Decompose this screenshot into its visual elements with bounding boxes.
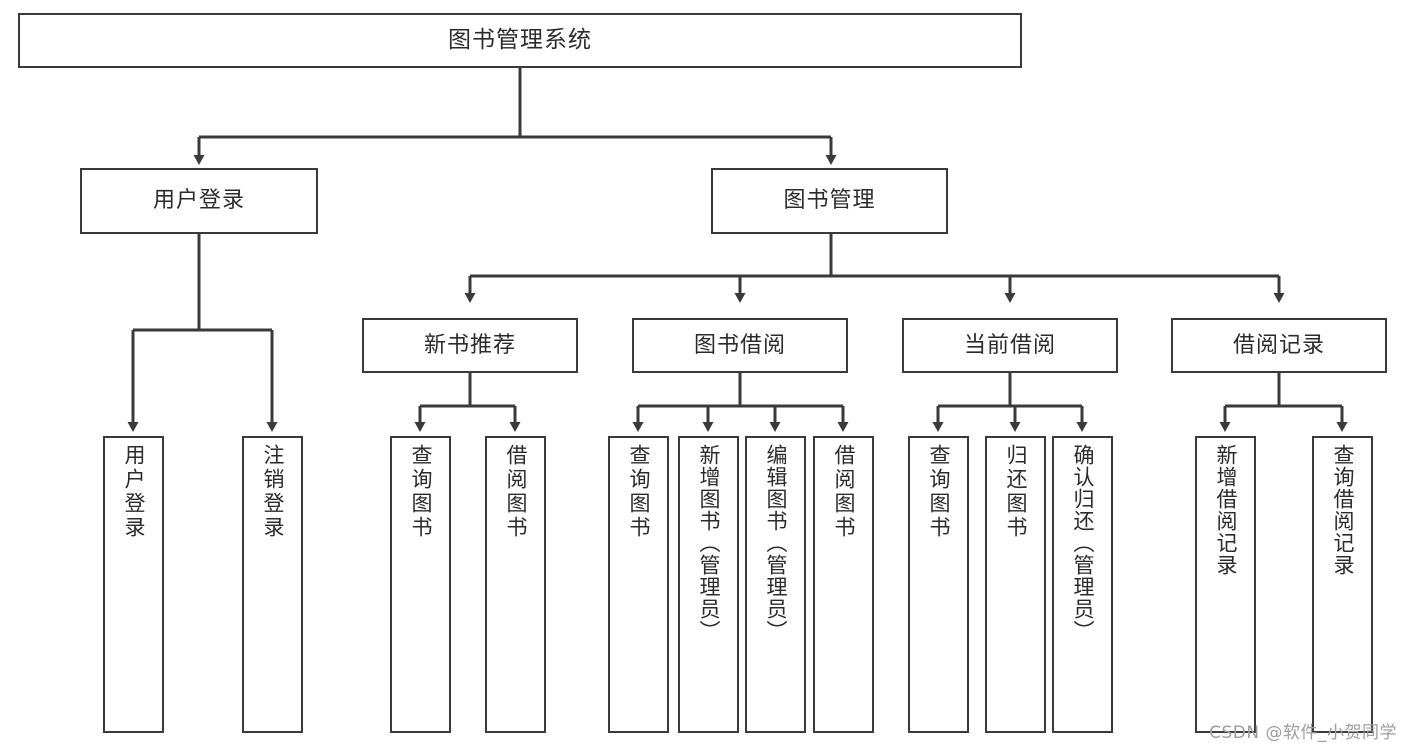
node-leaf-query-book-3[interactable]: 查询图书 [908, 436, 969, 733]
node-leaf-borrow-book-2[interactable]: 借阅图书 [813, 436, 874, 733]
node-user-login[interactable]: 用户登录 [80, 168, 318, 234]
node-leaf-add-book-label: 新增图书（管理员） [697, 444, 721, 642]
node-leaf-edit-book-label: 编辑图书（管理员） [764, 444, 788, 642]
node-leaf-borrow-book-1-label: 借阅图书 [504, 444, 528, 540]
node-leaf-borrow-book-2-label: 借阅图书 [832, 444, 856, 540]
node-leaf-return-book-label: 归还图书 [1004, 444, 1028, 540]
node-leaf-add-record[interactable]: 新增借阅记录 [1195, 436, 1256, 733]
node-book-manage[interactable]: 图书管理 [711, 168, 948, 234]
node-leaf-user-login-label: 用户登录 [122, 444, 146, 540]
node-leaf-borrow-book-1[interactable]: 借阅图书 [485, 436, 546, 733]
node-leaf-return-book[interactable]: 归还图书 [985, 436, 1046, 733]
node-leaf-query-book-3-label: 查询图书 [927, 444, 951, 540]
node-root-label: 图书管理系统 [448, 26, 592, 53]
node-leaf-query-book-2-label: 查询图书 [627, 444, 651, 540]
node-leaf-logout-label: 注销登录 [261, 444, 285, 540]
node-book-borrow[interactable]: 图书借阅 [632, 318, 848, 373]
node-borrow-record[interactable]: 借阅记录 [1171, 318, 1387, 373]
node-current-borrow[interactable]: 当前借阅 [902, 318, 1118, 373]
node-leaf-query-book-2[interactable]: 查询图书 [608, 436, 669, 733]
node-leaf-confirm-return-label: 确认归还（管理员） [1071, 444, 1095, 642]
node-user-login-label: 用户登录 [152, 188, 245, 214]
node-leaf-query-book-1[interactable]: 查询图书 [390, 436, 451, 733]
node-leaf-add-record-label: 新增借阅记录 [1214, 444, 1238, 576]
node-leaf-edit-book[interactable]: 编辑图书（管理员） [745, 436, 806, 733]
node-leaf-logout[interactable]: 注销登录 [242, 436, 303, 733]
node-leaf-user-login[interactable]: 用户登录 [103, 436, 164, 733]
node-leaf-query-record[interactable]: 查询借阅记录 [1312, 436, 1373, 733]
node-new-book-rec-label: 新书推荐 [423, 332, 516, 358]
node-leaf-confirm-return[interactable]: 确认归还（管理员） [1052, 436, 1113, 733]
node-current-borrow-label: 当前借阅 [963, 332, 1056, 358]
node-leaf-query-record-label: 查询借阅记录 [1331, 444, 1355, 576]
watermark: CSDN @软件_小贺同学 [1209, 723, 1397, 743]
node-book-manage-label: 图书管理 [783, 188, 876, 214]
node-root[interactable]: 图书管理系统 [18, 13, 1022, 68]
node-book-borrow-label: 图书借阅 [693, 332, 786, 358]
node-new-book-rec[interactable]: 新书推荐 [362, 318, 578, 373]
node-borrow-record-label: 借阅记录 [1232, 332, 1325, 358]
node-leaf-add-book[interactable]: 新增图书（管理员） [678, 436, 739, 733]
node-leaf-query-book-1-label: 查询图书 [409, 444, 433, 540]
